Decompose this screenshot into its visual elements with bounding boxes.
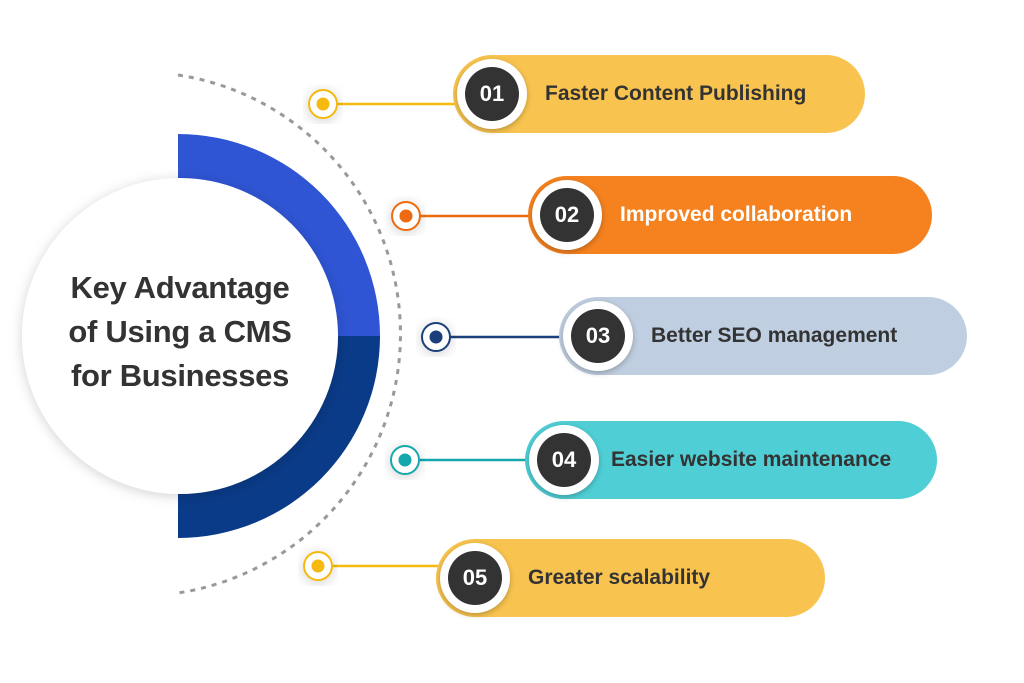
connector-node-dot-4	[398, 453, 412, 467]
number-badge: 02	[532, 180, 602, 250]
advantage-pill-3: 03 Better SEO management	[559, 297, 967, 375]
number-text: 02	[540, 188, 594, 242]
connector-node-dot-3	[429, 330, 443, 344]
advantage-label: Easier website maintenance	[611, 448, 892, 471]
advantage-label: Improved collaboration	[620, 203, 853, 226]
advantage-pill-5: 05 Greater scalability	[436, 539, 825, 617]
number-text: 03	[571, 309, 625, 363]
advantage-label: Faster Content Publishing	[545, 82, 807, 105]
number-badge: 04	[529, 425, 599, 495]
dotted-arc	[177, 73, 402, 595]
connectors	[303, 89, 561, 581]
number-badge: 05	[440, 543, 510, 613]
connector-node-dot-1	[316, 97, 330, 111]
advantage-pill-1: 01 Faster Content Publishing	[453, 55, 865, 133]
connector-node-dot-5	[311, 559, 325, 573]
number-text: 01	[465, 67, 519, 121]
hub-title-line-1: Key Advantage	[70, 270, 290, 305]
advantage-label: Better SEO management	[651, 324, 898, 347]
advantage-label: Greater scalability	[528, 566, 711, 589]
hub-title-line-3: for Businesses	[70, 358, 290, 393]
hub-title-line-2: of Using a CMS	[68, 314, 292, 349]
number-text: 04	[537, 433, 591, 487]
number-badge: 03	[563, 301, 633, 371]
advantage-pill-2: 02 Improved collaboration	[528, 176, 932, 254]
number-badge: 01	[457, 59, 527, 129]
hub-title: Key Advantage of Using a CMS for Busines…	[40, 266, 320, 398]
advantage-pill-4: 04 Easier website maintenance	[525, 421, 937, 499]
hub-circle	[22, 178, 338, 494]
connector-node-dot-2	[399, 209, 413, 223]
number-text: 05	[448, 551, 502, 605]
